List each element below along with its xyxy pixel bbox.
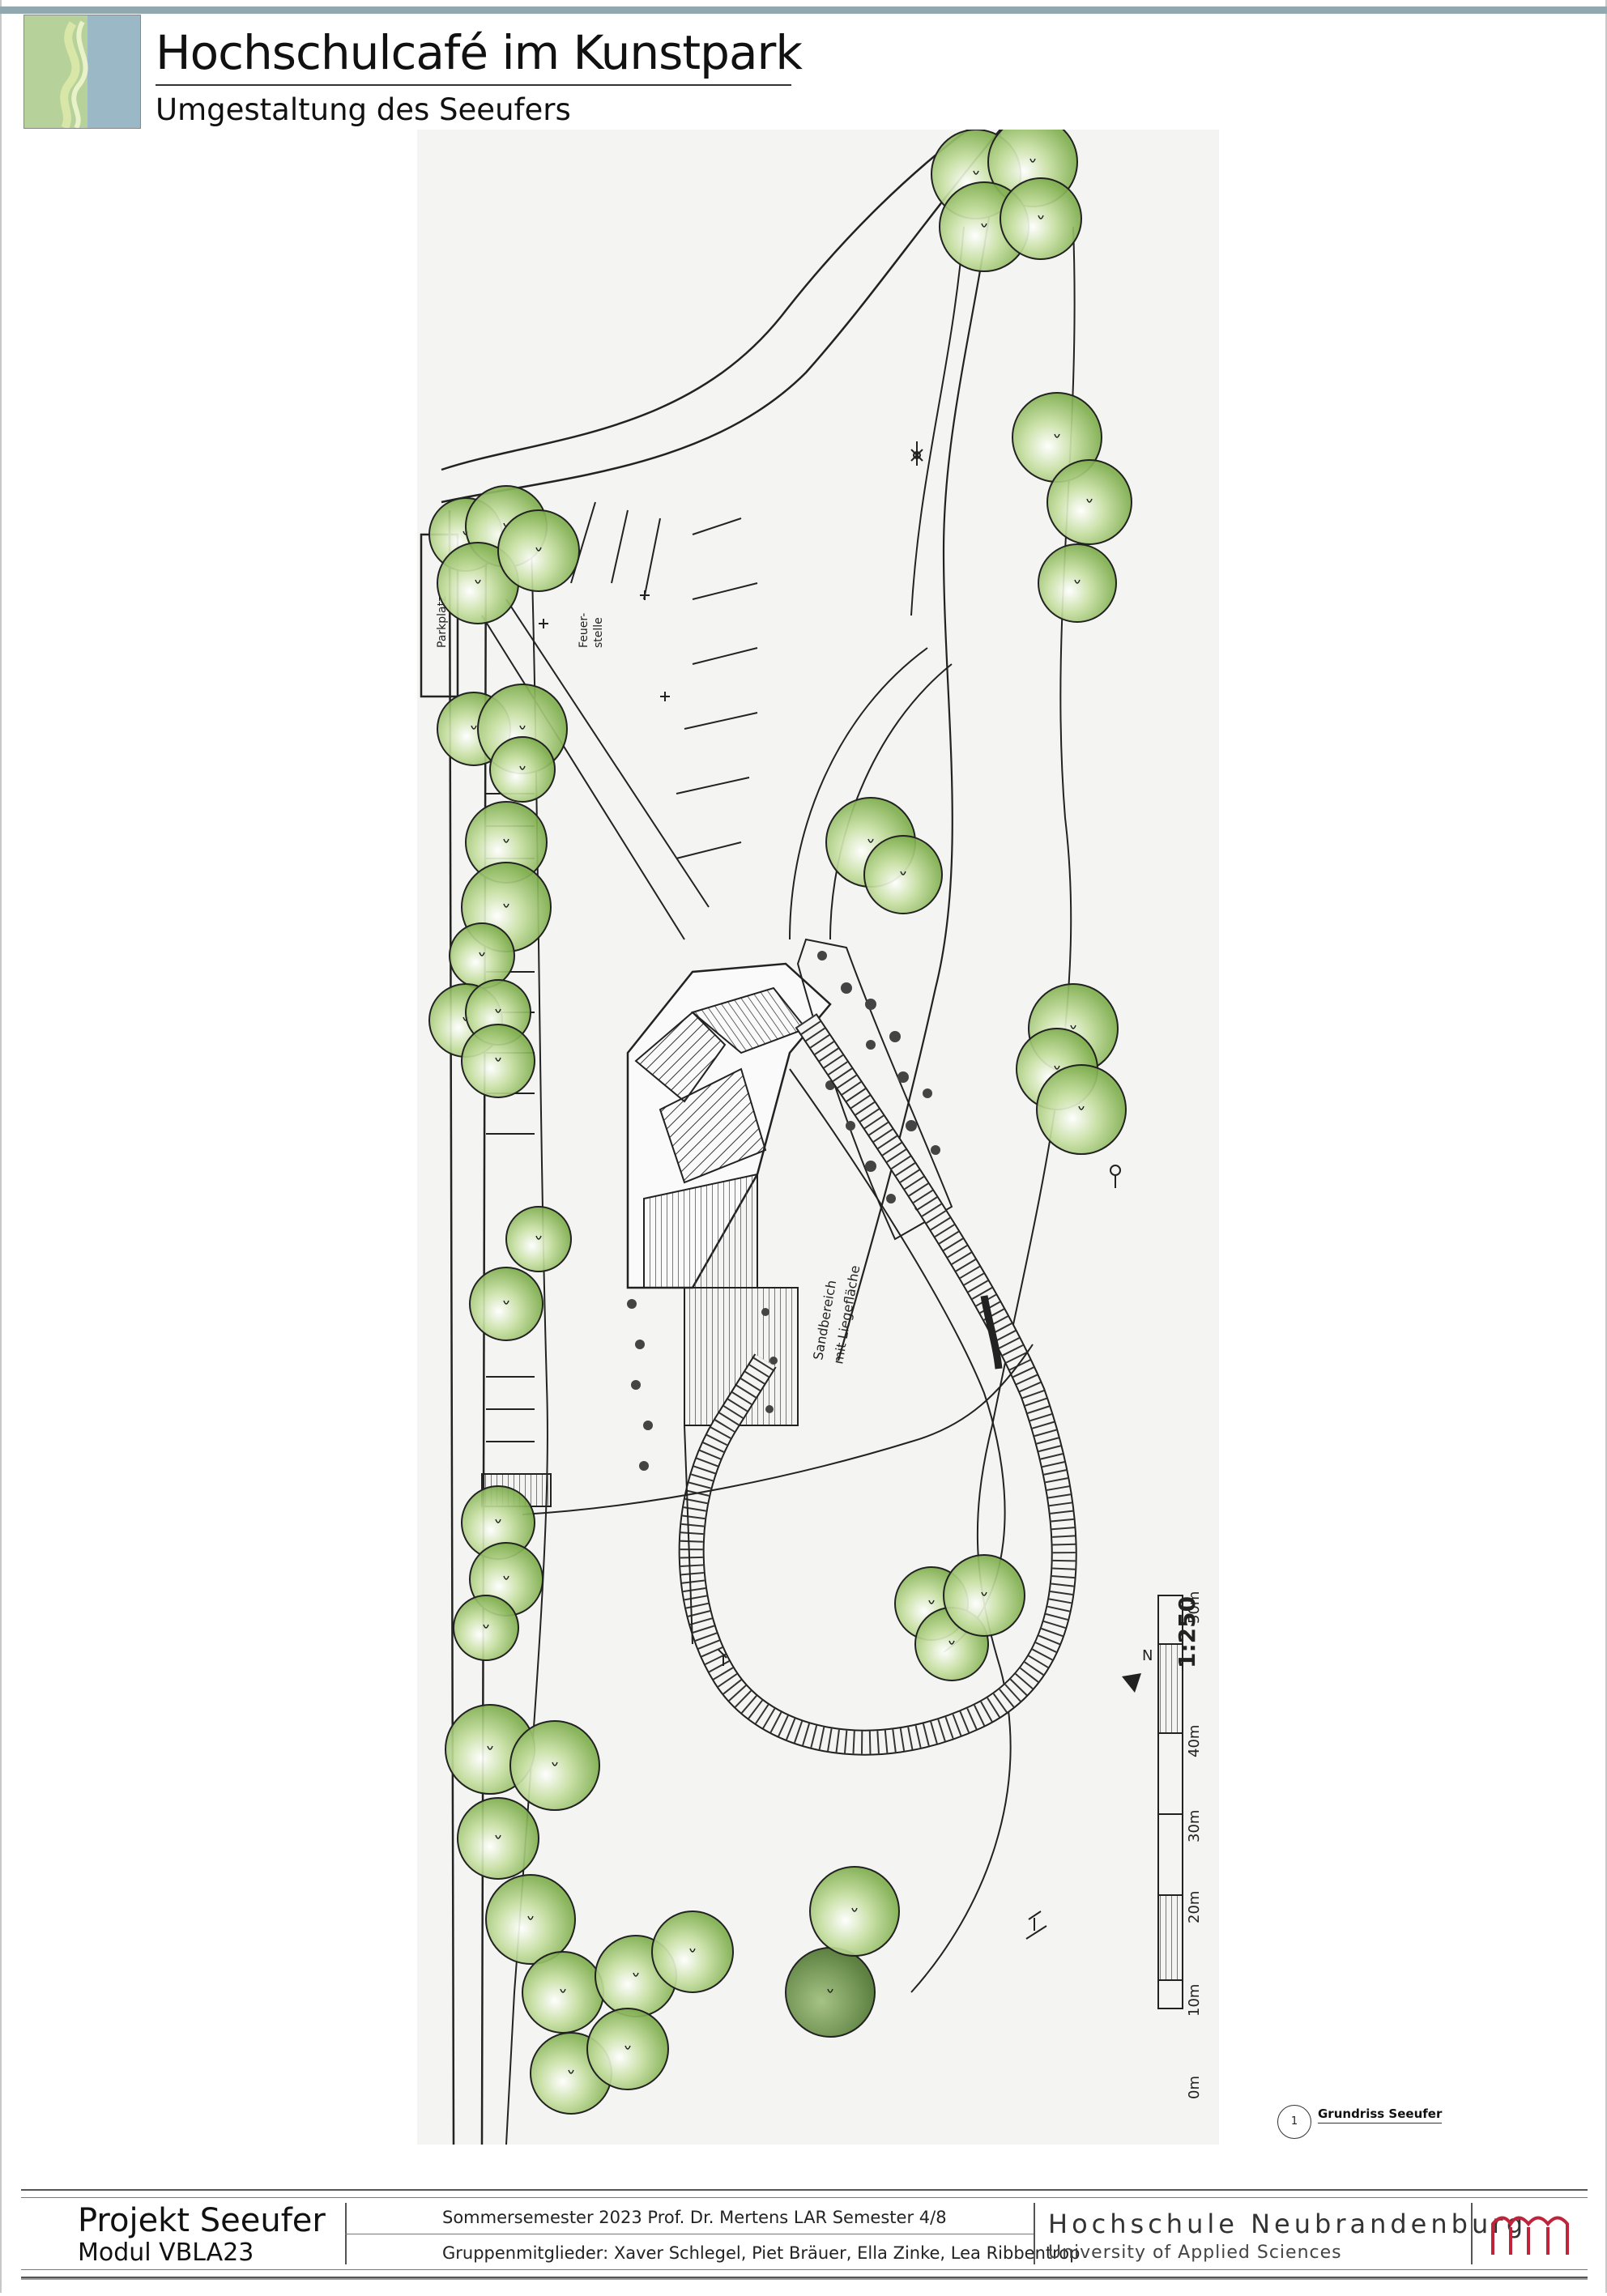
page-subtitle: Umgestaltung des Seeufers <box>156 92 571 127</box>
north-label: N <box>1142 1647 1153 1664</box>
tree-trunk-mark <box>1054 433 1060 438</box>
tree-trunk-mark <box>689 1948 696 1953</box>
scale-tick-20: 20m <box>1186 1891 1203 1923</box>
scale-bar: 1:250 0m 10m 20m 30m 40m 50m <box>1157 1591 1203 2099</box>
caption-label: Grundriss Seeufer <box>1318 2106 1443 2123</box>
tree-trunk-mark <box>981 223 987 228</box>
parking-label: Parkplatz <box>436 596 449 648</box>
tree-trunk-mark <box>1029 158 1036 163</box>
tree-trunk-mark <box>851 1907 858 1912</box>
scale-ratio: 1:250 <box>1174 1596 1200 1668</box>
group-members: Gruppenmitglieder: Xaver Schlegel, Piet … <box>442 2243 1081 2263</box>
tree-trunk-mark <box>1070 1024 1076 1029</box>
bottom-rule <box>21 2278 1588 2280</box>
caption-number: 1 <box>1277 2105 1311 2139</box>
tree-trunk-mark <box>487 1745 493 1750</box>
tree-trunk-mark <box>1038 215 1044 219</box>
title-block: Hochschulcafé im Kunstpark Umgestaltung … <box>156 23 803 131</box>
tree-trunk-mark <box>900 871 906 875</box>
tree-trunk-mark <box>981 1591 987 1596</box>
footer-divider <box>1034 2203 1035 2264</box>
tree-trunk-mark <box>503 903 509 908</box>
title-underline <box>156 84 791 86</box>
top-rule <box>0 6 1607 14</box>
footer-inner: Projekt Seeufer Modul VBLA23 Sommersemes… <box>21 2197 1588 2270</box>
tree-trunk-mark <box>535 1235 542 1240</box>
tree-trunk-mark <box>827 1988 833 1993</box>
tree-trunk-mark <box>495 1008 501 1013</box>
tree-trunk-mark <box>1054 1065 1060 1070</box>
tree-trunk-mark <box>1078 1105 1085 1110</box>
tree-trunk-mark <box>948 1640 955 1645</box>
tree-trunk-mark <box>867 838 874 843</box>
tree-trunk-mark <box>535 547 542 552</box>
scale-tick-10: 10m <box>1186 1984 1203 2017</box>
tree-trunk-mark <box>479 952 485 956</box>
semester-info: Sommersemester 2023 Prof. Dr. Mertens LA… <box>442 2208 947 2227</box>
tree-trunk-mark <box>527 1915 534 1920</box>
tree-trunk-mark <box>495 1834 501 1839</box>
project-logo <box>23 15 141 129</box>
tree-trunk-mark <box>1086 498 1093 503</box>
tree-trunk-mark <box>973 170 979 175</box>
fire-pit-label-2: stelle <box>592 617 605 648</box>
tree-trunk-mark <box>624 2045 631 2050</box>
fire-pit-label-1: Feuer- <box>578 613 590 648</box>
tree-trunk-mark <box>928 1600 935 1604</box>
project-name: Projekt Seeufer <box>78 2202 326 2239</box>
tree-trunk-mark <box>519 725 526 730</box>
scale-tick-40: 40m <box>1186 1725 1203 1757</box>
page-title: Hochschulcafé im Kunstpark <box>156 25 803 80</box>
tree-trunk-mark <box>1074 579 1081 584</box>
footer-divider <box>1471 2203 1473 2264</box>
scale-tick-30: 30m <box>1186 1810 1203 1842</box>
tree-trunk-mark <box>633 1972 639 1977</box>
university-subtitle: University of Applied Sciences <box>1048 2243 1342 2263</box>
scale-tick-50: 50m <box>1186 1591 1203 1624</box>
tree-trunk-mark <box>503 1300 509 1305</box>
module-name: Modul VBLA23 <box>78 2238 254 2267</box>
footer-title-block: Projekt Seeufer Modul VBLA23 Sommersemes… <box>21 2189 1588 2278</box>
tree-trunk-mark <box>475 579 481 584</box>
tree-trunk-mark <box>519 765 526 770</box>
drawing-caption: 1 Grundriss Seeufer <box>1277 2103 1443 2144</box>
tree-trunk-mark <box>560 1988 566 1993</box>
scale-tick-0: 0m <box>1186 2076 1203 2099</box>
tree-trunk-mark <box>552 1761 558 1766</box>
tree-trunk-mark <box>471 725 477 730</box>
tree-trunk-mark <box>568 2069 574 2074</box>
site-plan-drawing: Parkplatz <box>417 130 1219 2145</box>
tree-trunk-mark <box>483 1624 489 1629</box>
tree-trunk-mark <box>503 1575 509 1580</box>
university-logo <box>1488 2209 1572 2260</box>
trees <box>428 130 1132 2115</box>
tree-trunk-mark <box>495 1057 501 1062</box>
tree-trunk-mark <box>503 838 509 843</box>
tree-trunk-mark <box>495 1519 501 1523</box>
university-name: Hochschule Neubrandenburg <box>1048 2209 1528 2239</box>
